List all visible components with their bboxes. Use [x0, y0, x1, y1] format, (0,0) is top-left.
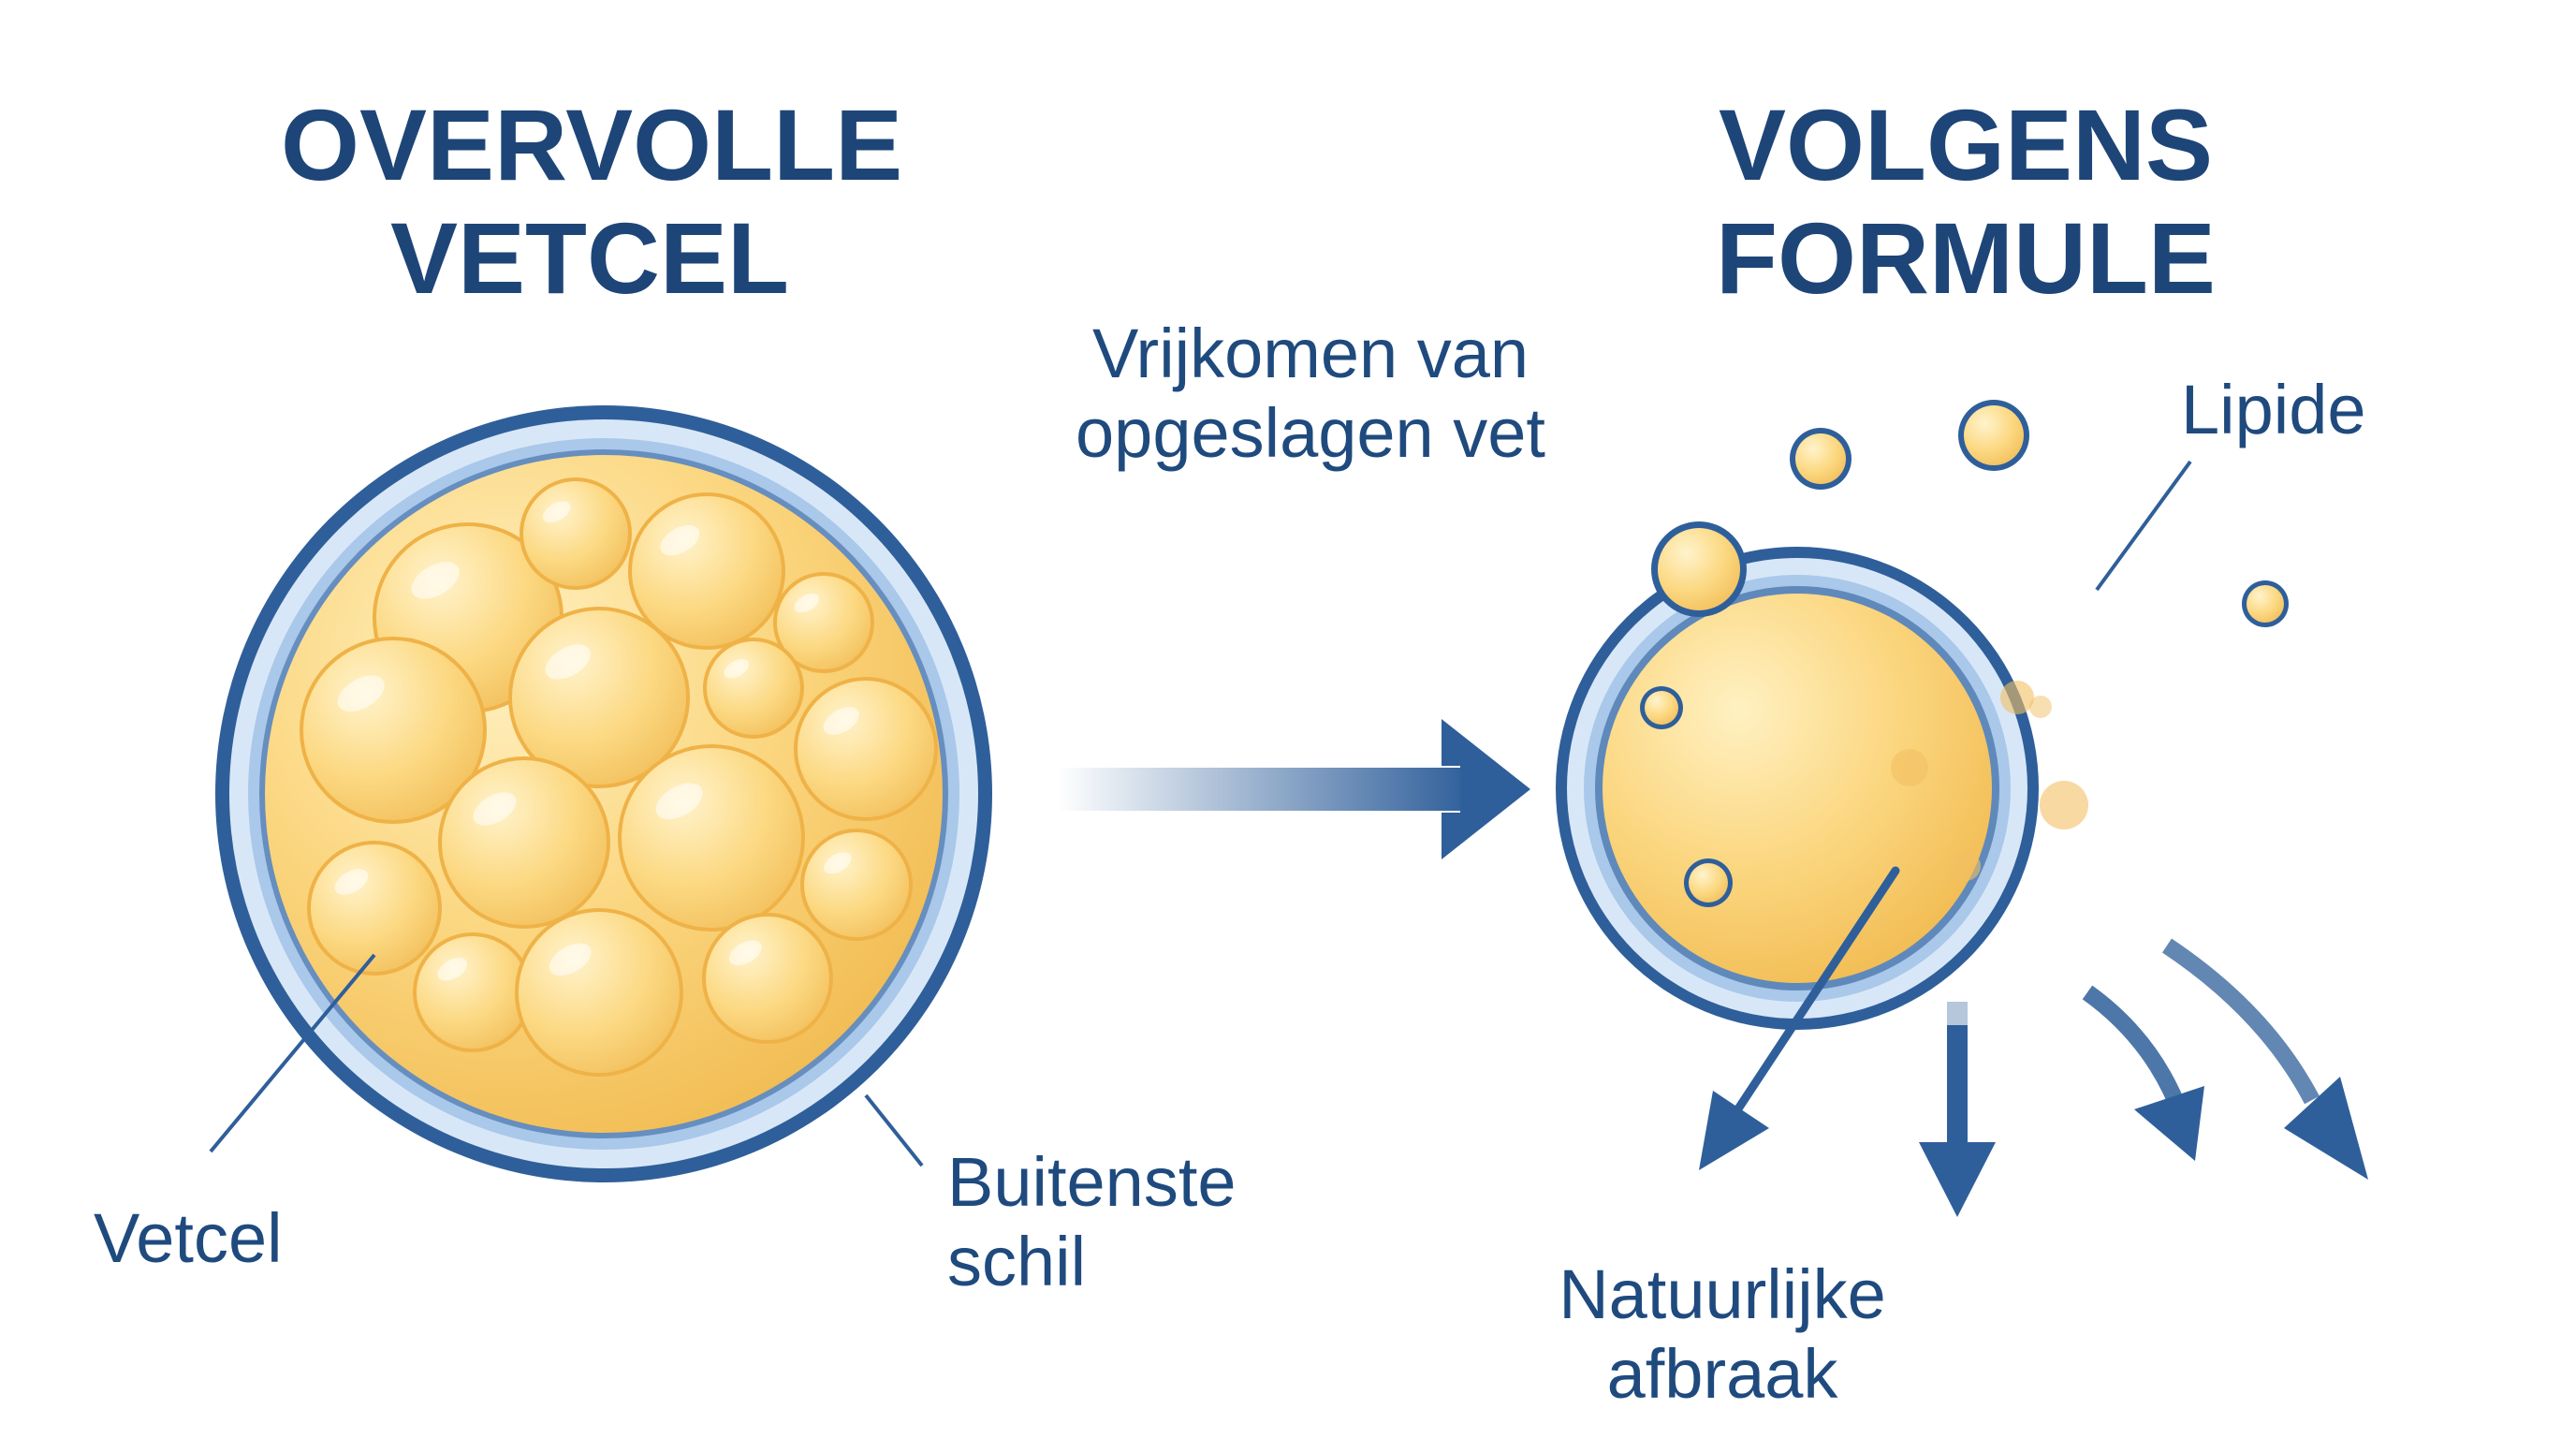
down-arrow-icon [2082, 985, 2204, 1161]
vetcel-label: Vetcel [94, 1199, 283, 1277]
lipid-droplet [2242, 580, 2289, 627]
natural-breakdown-label: Natuurlijke afbraak [1498, 1255, 1947, 1414]
lipid-droplet [1651, 521, 1747, 617]
right-title-line1: VOLGENS [1718, 88, 2214, 201]
overfull-fat-cell [215, 405, 992, 1182]
natural-breakdown-line2: afbraak [1606, 1335, 1838, 1414]
fat-globule [618, 744, 805, 932]
right-title: VOLGENS FORMULE [1647, 88, 2284, 315]
fat-globule [413, 932, 533, 1052]
fat-globule [520, 477, 632, 590]
release-caption: Vrijkomen van opgeslagen vet [973, 314, 1647, 473]
lipid-droplets [1640, 400, 2289, 907]
fat-globule [508, 607, 690, 788]
lipid-droplet [1958, 400, 2029, 471]
fat-globules [300, 477, 938, 1077]
lipid-droplet [1640, 686, 1683, 729]
fat-globule [794, 677, 938, 821]
natural-breakdown-line1: Natuurlijke [1559, 1255, 1886, 1333]
fat-globule [438, 756, 610, 929]
fat-globule [307, 841, 442, 976]
outer-shell-label: Buitenste schil [947, 1142, 1237, 1301]
lipide-label: Lipide [2181, 371, 2366, 448]
schil-leader-line [864, 1093, 924, 1167]
vetcel-leader-line [209, 953, 376, 1153]
left-title-line1: OVERVOLLE [281, 88, 903, 201]
fat-globule [702, 913, 833, 1044]
formula-fat-cell [1556, 547, 2088, 1030]
left-title-line2: VETCEL [389, 200, 790, 315]
down-arrow-icon [1699, 866, 1900, 1170]
fat-globule [300, 637, 487, 824]
left-title: OVERVOLLE VETCEL [281, 88, 903, 315]
down-arrow-icon [2162, 938, 2368, 1180]
release-caption-line2: opgeslagen vet [1076, 394, 1545, 473]
lipid-droplet [1790, 428, 1852, 490]
release-caption-line1: Vrijkomen van [1091, 315, 1530, 392]
fat-globule [628, 492, 785, 650]
lipide-leader-line [2095, 460, 2192, 592]
fat-globule [773, 572, 874, 673]
outer-shell-label-line2: schil [947, 1223, 1087, 1301]
right-title-line2: FORMULE [1716, 200, 2216, 315]
fat-globule [703, 638, 804, 739]
down-arrow-icon [1919, 1002, 1996, 1217]
fat-globule [515, 908, 683, 1077]
outer-shell-label-line1: Buitenste [947, 1143, 1237, 1221]
fat-globule [800, 829, 913, 941]
right-arrow-icon [1058, 719, 1530, 859]
lipid-droplet [1684, 858, 1733, 907]
